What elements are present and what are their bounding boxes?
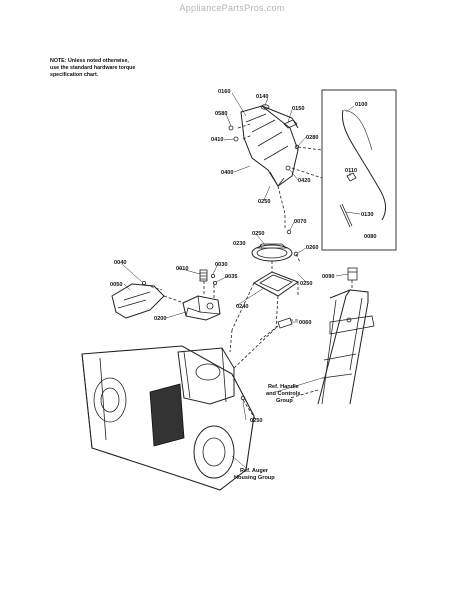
label-0400: 0400 (221, 170, 233, 176)
handle-crossbar (329, 315, 375, 335)
ref-handle-line-2: and Controls (266, 391, 301, 397)
torque-note: NOTE: Unless noted otherwise, use the st… (50, 58, 135, 79)
label-0140: 0140 (256, 94, 268, 100)
note-line-2: use the standard hardware torque (50, 65, 136, 71)
handle-tube-right (349, 289, 369, 405)
part-0030-bolt (210, 273, 215, 278)
label-0250-housing: 0250 (250, 418, 262, 424)
part-0410-nut (233, 136, 239, 142)
note-line-3: specification chart. (50, 72, 99, 78)
label-0420: 0420 (298, 178, 310, 184)
label-0160: 0160 (218, 89, 230, 95)
watermark-text: AppliancePartsPros.com (179, 3, 285, 13)
part-0260-nut (293, 251, 299, 257)
chute-cable (341, 109, 387, 221)
label-0150: 0150 (292, 106, 304, 112)
chute-ring-top (251, 244, 293, 262)
label-0050: 0050 (110, 282, 122, 288)
auger-side-plate-left (93, 377, 127, 423)
ref-handle-line-1: Ref. Handle (268, 384, 299, 390)
label-0060: 0060 (299, 320, 311, 326)
part-0035-nut (212, 280, 217, 285)
part-0010-spring (199, 269, 208, 282)
label-0040: 0040 (114, 260, 126, 266)
label-0070: 0070 (294, 219, 306, 225)
chute-base-plate (252, 271, 300, 297)
ref-auger-line-2: Housing Group (234, 475, 275, 481)
label-0035: 0035 (225, 274, 237, 280)
label-0080: 0080 (364, 234, 376, 240)
label-0010: 0010 (176, 266, 188, 272)
ref-handle-line-3: Group (276, 398, 293, 404)
part-0040-bolt (141, 280, 146, 285)
part-0580-bolt (228, 125, 234, 131)
part-0150-pad (283, 119, 298, 129)
chute-deflector (240, 105, 299, 187)
cable-end (339, 203, 353, 228)
label-0200: 0200 (154, 316, 166, 322)
part-0060-clip (277, 317, 293, 329)
label-0250-plate: 0250 (300, 281, 312, 287)
auger-side-plate-right (193, 425, 235, 479)
label-0260: 0260 (306, 245, 318, 251)
cable-inset-box (321, 89, 397, 251)
label-0130: 0130 (361, 212, 373, 218)
handle-tube-left (317, 288, 352, 405)
label-0250-ring: 0250 (252, 231, 264, 237)
label-0100: 0100 (355, 102, 367, 108)
auger-scoop-shaded (149, 383, 185, 447)
label-0030: 0030 (215, 262, 227, 268)
label-0110: 0110 (345, 168, 357, 174)
label-0410: 0410 (211, 137, 223, 143)
part-0250-housing-bolt (240, 395, 246, 401)
part-0070-bolt (286, 229, 292, 235)
auger-housing-shell (81, 345, 255, 491)
label-0250-chute: 0250 (258, 199, 270, 205)
label-0090: 0090 (322, 274, 334, 280)
chute-ring-flange (257, 243, 287, 249)
note-line-1: NOTE: Unless noted otherwise, (50, 58, 129, 64)
label-0230: 0230 (233, 241, 245, 247)
cable-clip (346, 172, 357, 182)
ref-auger-line-1: Ref. Auger (240, 468, 269, 474)
part-0420-nut (285, 165, 291, 171)
label-0580: 0580 (215, 111, 227, 117)
gearbox-cover (111, 283, 165, 319)
label-0240: 0240 (236, 304, 248, 310)
label-0280: 0280 (306, 135, 318, 141)
part-0090-bracket (347, 267, 358, 281)
